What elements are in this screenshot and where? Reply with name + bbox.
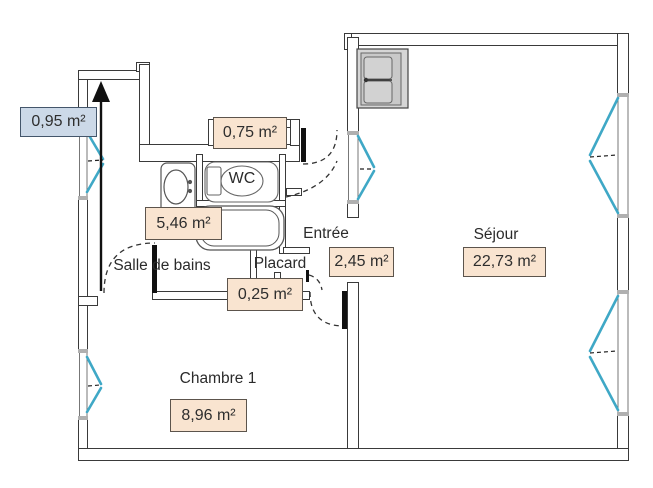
area-label-living: 22,73 m² (463, 247, 546, 277)
bedroom-door-leaf (342, 291, 347, 329)
direction-arrow (92, 81, 110, 291)
entry-door-leaf (301, 128, 306, 162)
living-window-bottom (588, 355, 620, 412)
cabinet (356, 48, 409, 109)
interior-window (356, 169, 376, 201)
area-label-placard: 0,25 m² (227, 278, 303, 311)
living-window-bottom (588, 294, 620, 353)
room-label-placard: Placard (253, 255, 307, 272)
window-apex-marks (87, 154, 618, 387)
hall-door-arc (285, 160, 338, 198)
window-sill (347, 131, 359, 135)
entry-door-arc (302, 129, 338, 165)
window-sill (617, 290, 629, 294)
area-label-corridor: 0,95 m² (20, 107, 97, 137)
wall-bottom (78, 448, 629, 461)
window-sill (617, 93, 629, 97)
area-label-bedroom: 8,96 m² (170, 399, 247, 432)
interior-window (356, 134, 376, 169)
room-label-wc: WC (228, 170, 256, 187)
living-window-top (588, 159, 620, 215)
window-sill (78, 349, 88, 353)
room-label-entry: Entrée (303, 225, 349, 242)
window-frames (79, 97, 629, 416)
window-sill (78, 416, 88, 420)
placard-door-leaf (306, 270, 309, 282)
area-label-bathroom: 5,46 m² (145, 207, 222, 240)
bedroom-door-arc (309, 291, 345, 327)
room-label-living: Séjour (473, 226, 519, 243)
wall-hall-stub (286, 188, 302, 196)
window-sill (347, 200, 359, 204)
door-arcs (103, 129, 345, 327)
bathroom-door-arc (103, 242, 156, 294)
bathroom-door-leaf (152, 245, 157, 293)
window-sill (617, 214, 629, 218)
window-sill (617, 412, 629, 416)
placard-door-arc (308, 274, 323, 291)
wall-bathdoor-jamb (78, 296, 98, 306)
room-label-bedroom: Chambre 1 (179, 370, 257, 387)
wall-placard-top (283, 247, 310, 254)
area-label-upper-closet: 0,75 m² (213, 117, 287, 149)
door-leaves (152, 128, 347, 329)
area-label-entry: 2,45 m² (329, 247, 394, 277)
bedroom-window (85, 355, 103, 386)
wall-closet075-right (290, 119, 300, 146)
bedroom-window (85, 386, 103, 414)
living-window-top (588, 96, 620, 157)
room-label-bathroom: Salle de bains (113, 257, 211, 274)
toilet (204, 161, 279, 203)
window-sill (78, 196, 88, 200)
